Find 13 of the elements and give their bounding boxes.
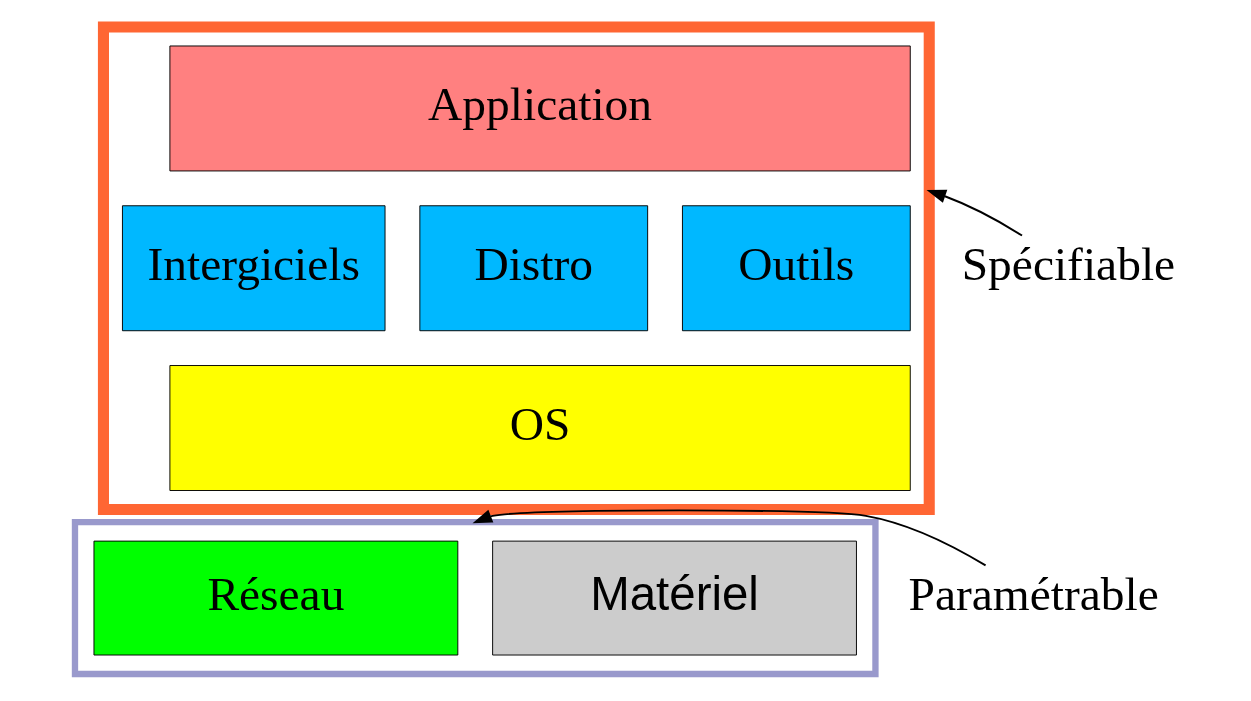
node-box: Application [169, 45, 911, 172]
arrow [472, 509, 987, 567]
node-box: Matériel [492, 540, 857, 656]
node-text: Paramétrable [908, 567, 1159, 620]
node-box: Outils [681, 205, 911, 332]
node-box: OS [169, 365, 911, 491]
node-text: Spécifiable [961, 238, 1176, 291]
arrow [926, 189, 1023, 237]
node-box: Intergiciels [121, 205, 386, 332]
cluster [97, 21, 935, 516]
node-box: Distro [419, 205, 649, 332]
cluster [71, 518, 879, 678]
node-box: Réseau [93, 540, 459, 656]
